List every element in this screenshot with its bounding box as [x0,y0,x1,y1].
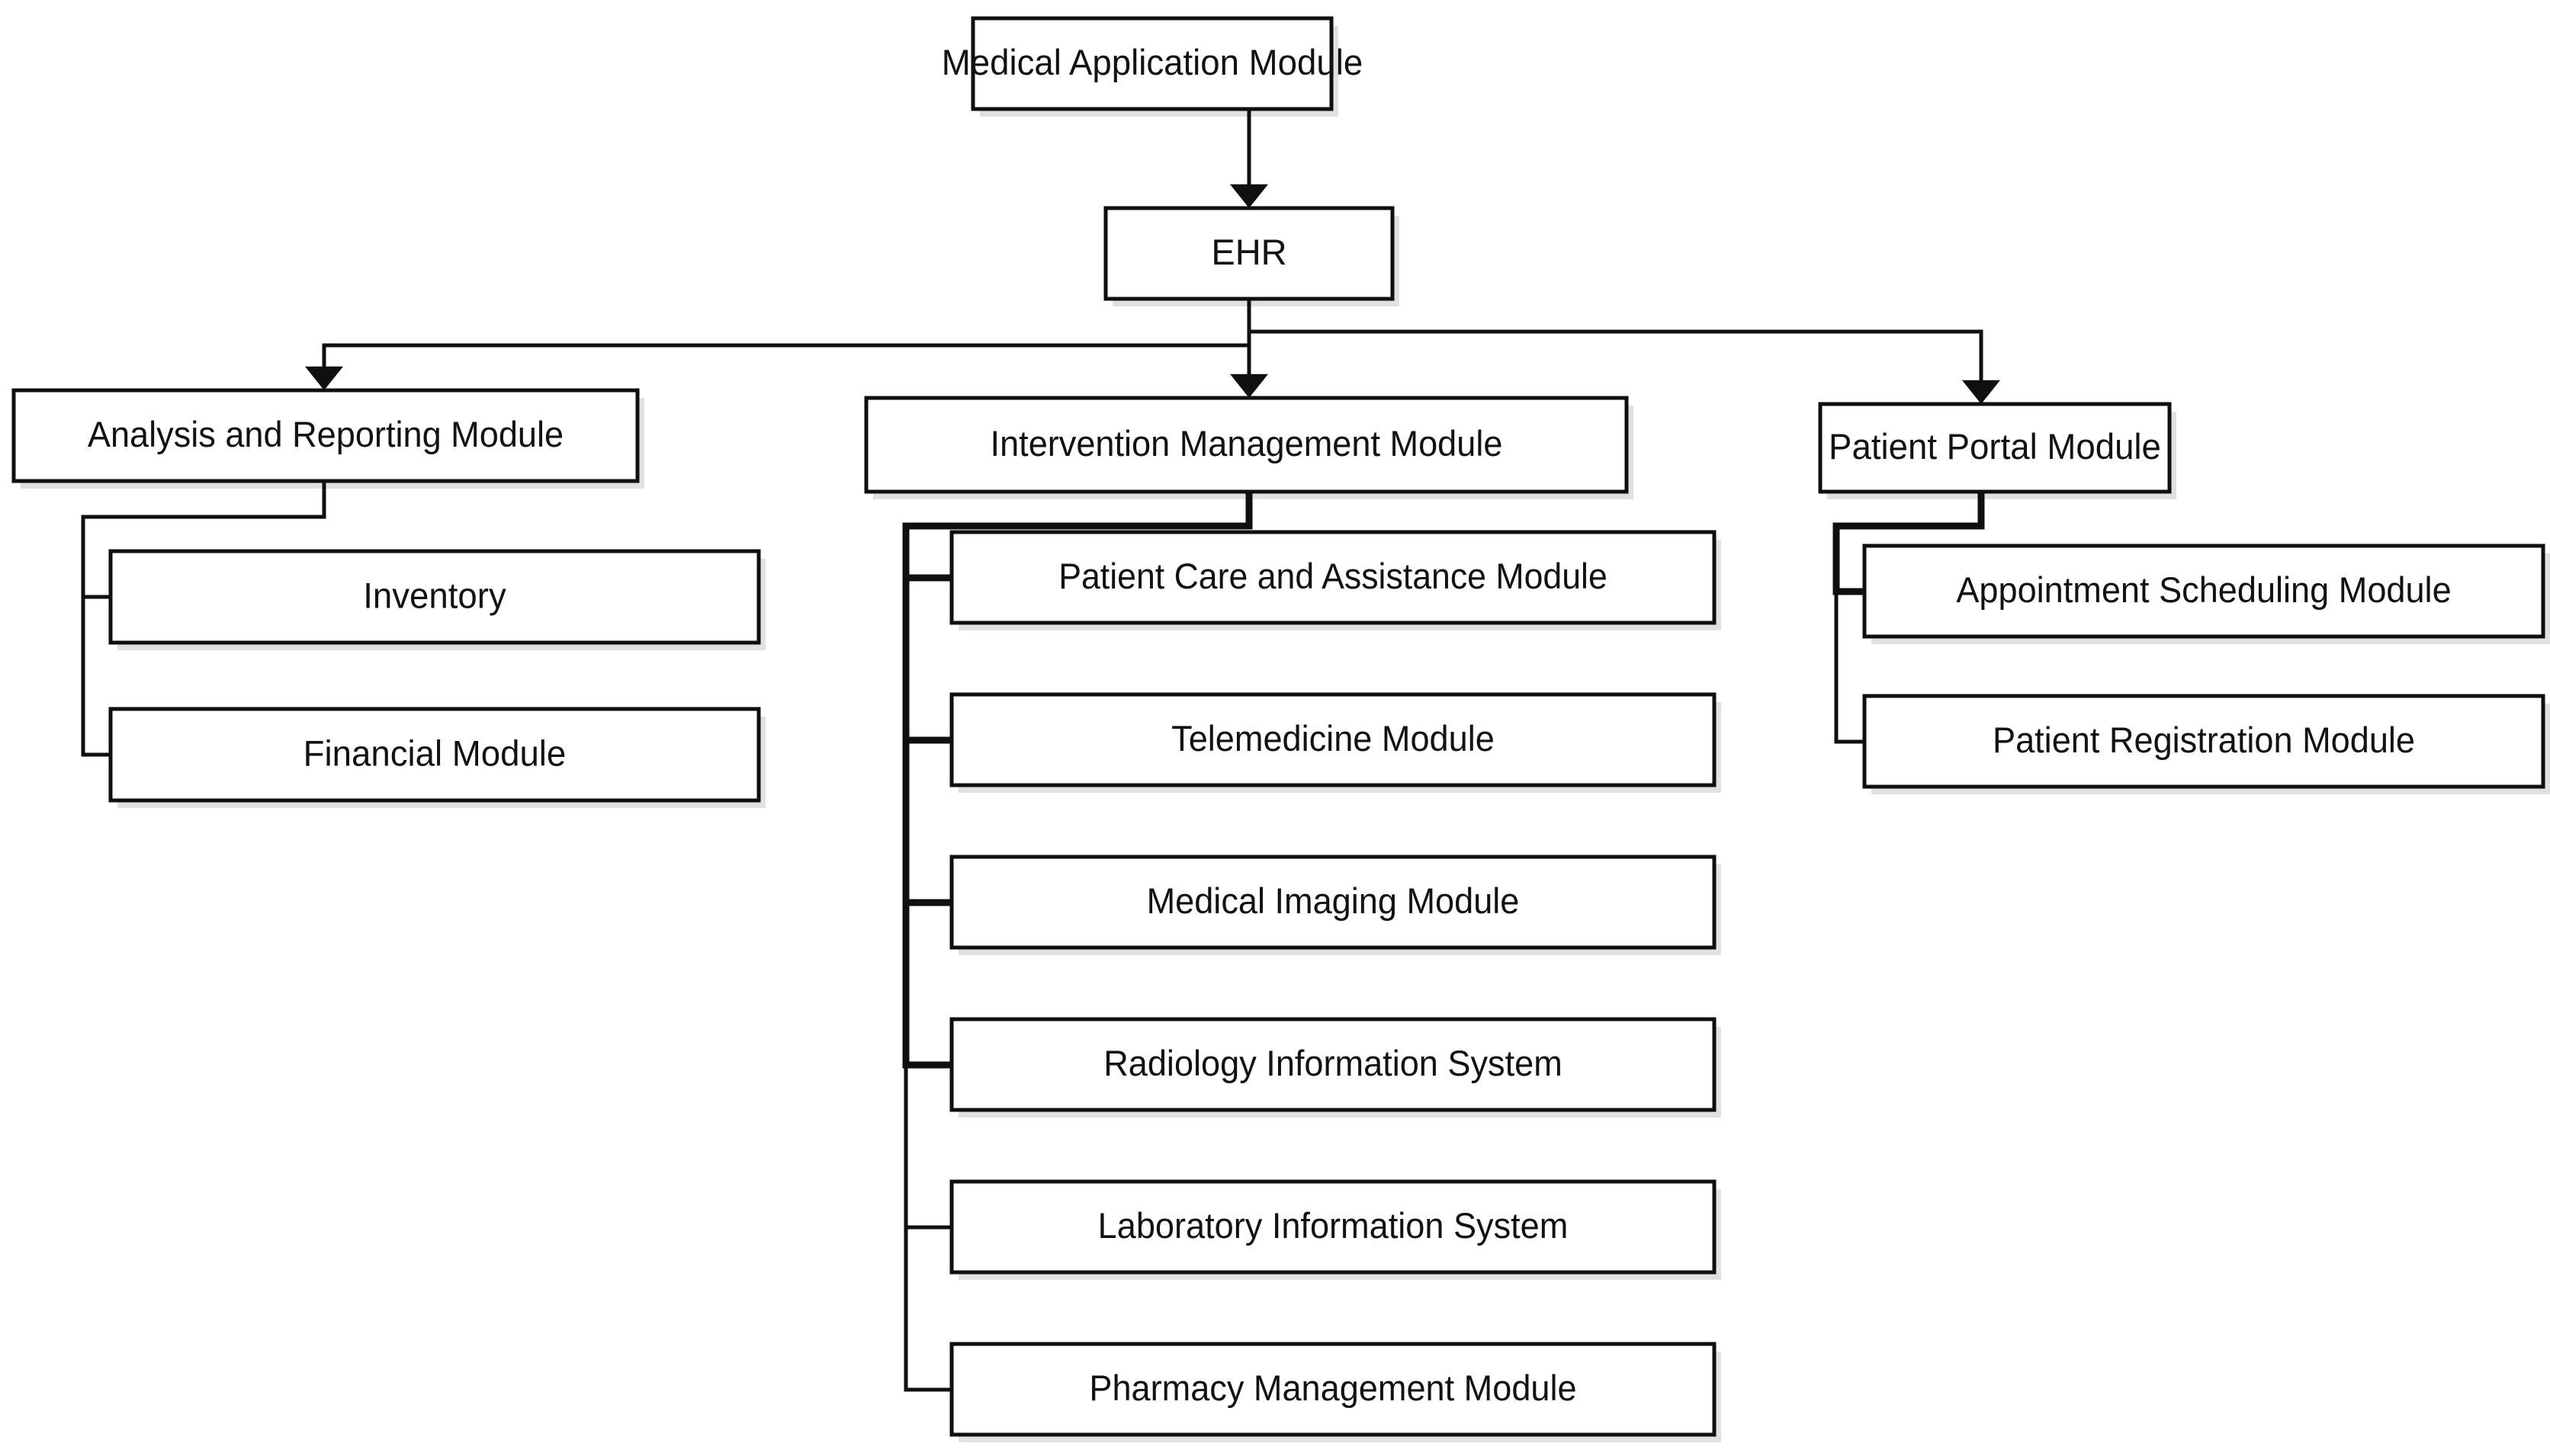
node-radiology-information-system[interactable]: Radiology Information System [949,1017,1717,1112]
node-label: Appointment Scheduling Module [1956,569,2451,610]
node-label: Telemedicine Module [1171,718,1495,758]
connector-edge-root-to-ehr [1230,109,1268,208]
node-medical-application-module[interactable]: Medical Application Module [942,16,1363,111]
arrow-head-icon [1230,184,1268,208]
node-telemedicine-module[interactable]: Telemedicine Module [949,692,1717,787]
node-pharmacy-management-module[interactable]: Pharmacy Management Module [949,1342,1717,1437]
node-label: Patient Care and Assistance Module [1058,556,1607,596]
connector-edge-ehr-to-analysis [305,299,1251,390]
connector-edge-ehr-to-portal [1247,299,2000,404]
node-label: Radiology Information System [1103,1043,1562,1083]
node-label: Medical Application Module [942,42,1363,82]
node-label: Patient Portal Module [1829,426,2161,467]
node-box[interactable] [971,16,1334,111]
node-label: Inventory [363,576,506,616]
arrow-head-icon [1230,374,1268,398]
node-box[interactable] [949,1017,1717,1112]
node-box[interactable] [949,1342,1717,1437]
node-analysis-and-reporting-module[interactable]: Analysis and Reporting Module [11,388,640,483]
node-label: Financial Module [303,733,567,774]
node-label: EHR [1211,232,1286,272]
node-label: Patient Registration Module [1993,720,2415,760]
node-box[interactable] [1862,694,2545,789]
node-ehr[interactable]: EHR [1103,206,1395,301]
node-box[interactable] [949,855,1717,950]
node-laboratory-information-system[interactable]: Laboratory Information System [949,1179,1717,1275]
node-box[interactable] [108,707,761,803]
node-label: Laboratory Information System [1098,1205,1569,1246]
node-inventory[interactable]: Inventory [108,549,761,645]
node-patient-registration-module[interactable]: Patient Registration Module [1862,694,2545,789]
node-intervention-management-module[interactable]: Intervention Management Module [864,396,1629,494]
node-label: Medical Imaging Module [1147,880,1520,921]
node-box[interactable] [949,692,1717,787]
node-label: Analysis and Reporting Module [88,414,564,454]
arrow-head-icon [1962,380,2000,404]
arrow-head-icon [305,366,343,390]
node-box[interactable] [949,1179,1717,1275]
connector-line [904,1065,965,1392]
node-box[interactable] [11,388,640,483]
node-financial-module[interactable]: Financial Module [108,707,761,803]
node-medical-imaging-module[interactable]: Medical Imaging Module [949,855,1717,950]
node-box[interactable] [108,549,761,645]
connector-line [322,299,1251,374]
node-box[interactable] [1103,206,1395,301]
node-appointment-scheduling-module[interactable]: Appointment Scheduling Module [1862,544,2545,639]
node-box[interactable] [949,530,1717,625]
node-label: Intervention Management Module [991,423,1503,463]
node-box[interactable] [1818,402,2172,494]
node-box[interactable] [1862,544,2545,639]
node-patient-portal-module[interactable]: Patient Portal Module [1818,402,2172,494]
connector-line [1247,299,1983,388]
node-label: Pharmacy Management Module [1089,1368,1576,1408]
node-box[interactable] [864,396,1629,494]
node-patient-care-and-assistance-module[interactable]: Patient Care and Assistance Module [949,530,1717,625]
